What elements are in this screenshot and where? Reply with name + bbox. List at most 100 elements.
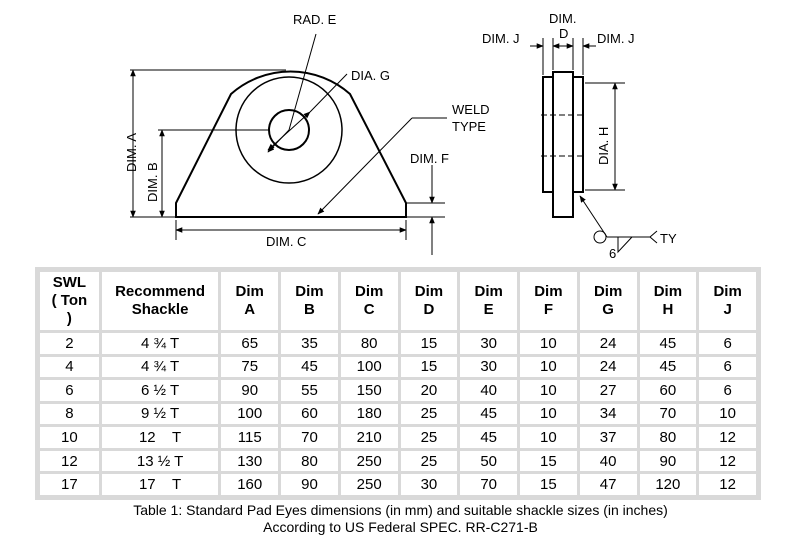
table-cell: 80 [281,450,338,472]
column-header-line: SWL [52,274,87,291]
table-cell: 6 [40,380,99,401]
table-cell: 6 [699,380,756,401]
label-dim-d: D [559,26,568,41]
column-header-line: Shackle [131,301,189,318]
side-view-boss-left [542,76,554,193]
column-header-line: ( Ton [51,292,88,309]
column-header-line: Dim [355,283,384,300]
column-header-line: Dim [474,283,503,300]
table-cell: 40 [460,380,518,401]
table-cell: 45 [460,403,518,425]
table-cell: 25 [400,403,458,425]
table-cell: 45 [639,356,697,378]
table-cell: 90 [281,474,338,495]
table-cell: 15 [520,474,577,495]
table-cell: 6 ½ T [101,380,219,401]
table-cell: 70 [460,474,518,495]
column-header-line: Dim [295,283,324,300]
table-cell: 30 [460,333,518,354]
table-cell: 24 [579,333,637,354]
table-cell: 50 [460,450,518,472]
table-cell: 24 [579,356,637,378]
label-rad-e: RAD. E [293,12,337,27]
column-header-line: C [363,301,375,318]
table-cell: 15 [400,333,458,354]
table-cell: 10 [699,403,756,425]
table-cell: 130 [221,450,279,472]
column-header-line: Dim [235,283,264,300]
column-header-line: J [723,301,732,318]
table-cell: 180 [340,403,398,425]
table-cell: 45 [460,427,518,448]
column-header-line: G [602,301,614,318]
table-cell: 20 [400,380,458,401]
table-cell: 37 [579,427,637,448]
column-header-line: Dim [713,283,742,300]
table-cell: 9 ½ T [101,403,219,425]
table-cell: 30 [400,474,458,495]
table-cell: 70 [281,427,338,448]
table-caption: Table 1: Standard Pad Eyes dimensions (i… [0,502,801,536]
table-cell: 80 [639,427,697,448]
table-cell: 210 [340,427,398,448]
table-cell: 25 [400,450,458,472]
column-header-line: H [662,301,674,318]
table-cell: 8 [40,403,99,425]
table-cell: 55 [281,380,338,401]
table-cell: 120 [639,474,697,495]
table-cell: 80 [340,333,398,354]
table-cell: 75 [221,356,279,378]
table-cell: 115 [221,427,279,448]
table-cell: 6 [699,356,756,378]
label-weld-size: 6 [609,246,616,261]
table-cell: 12 [699,474,756,495]
table-cell: 2 [40,333,99,354]
table-cell: 6 [699,333,756,354]
table-cell: 15 [520,450,577,472]
side-view-boss-right [572,76,584,193]
side-view-plate [552,71,574,218]
table-cell: 12 [699,427,756,448]
table-cell: 10 [520,427,577,448]
column-header-line: Dim [653,283,683,300]
table-cell: 4 ¾ T [101,356,219,378]
table-cell: 4 [40,356,99,378]
column-header-line: F [543,301,553,318]
table-cell: 15 [400,356,458,378]
table-cell: 35 [281,333,338,354]
pad-eye-drawing: RAD. E DIA. G WELD TYPE DIM. A DIM. B DI… [124,11,677,261]
table-cell: 10 [520,403,577,425]
table-cell: 12 [40,450,99,472]
table-cell: 45 [639,333,697,354]
label-dia-h: DIA. H [596,127,611,165]
table-cell: 60 [639,380,697,401]
table-cell: 70 [639,403,697,425]
table-cell: 65 [221,333,279,354]
table-cell: 90 [639,450,697,472]
table-cell: 10 [520,333,577,354]
table-cell: 25 [400,427,458,448]
table-cell: 17 [40,474,99,495]
column-header-line: Dim [414,283,444,300]
label-dim-j-left: DIM. J [482,31,520,46]
label-dim-a: DIM. A [124,133,139,172]
table-cell: 4 ¾ T [101,333,219,354]
table-cell: 150 [340,380,398,401]
label-dim-b: DIM. B [145,162,160,202]
table-cell: 10 [520,356,577,378]
